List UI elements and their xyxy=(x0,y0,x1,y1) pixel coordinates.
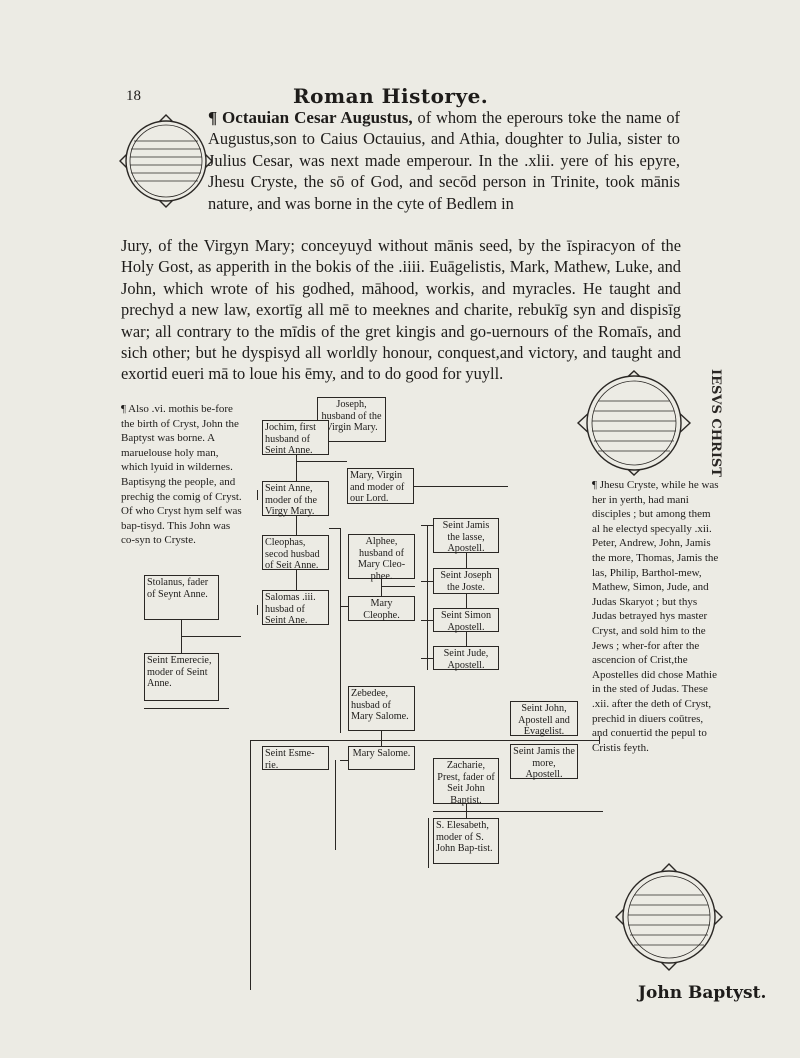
tree-line xyxy=(599,736,600,744)
tree-line xyxy=(257,490,258,500)
box-james-less: Seint Jamis the lasse, Apostell. xyxy=(433,518,499,554)
tree-line xyxy=(250,740,600,741)
tree-line xyxy=(296,516,297,535)
page-number: 18 xyxy=(126,88,141,104)
tree-line xyxy=(428,818,429,868)
box-jude: Seint Jude, Apostell. xyxy=(433,646,499,671)
intro-continuation: Jury, of the Virgyn Mary; conceyuyd with… xyxy=(121,236,681,384)
tree-line xyxy=(381,579,382,596)
box-alphee: Alphee, husband of Mary Cleo-phee. xyxy=(348,534,415,582)
tree-line xyxy=(296,461,347,462)
box-mary-virgin: Mary, Virgin and moder of our Lord. xyxy=(347,468,414,504)
tree-line xyxy=(144,708,229,709)
left-marginal-note: ¶ Also .vi. mothis be-fore the birth of … xyxy=(121,403,242,547)
box-mary-cleophe: Mary Cleophe. xyxy=(348,596,415,621)
tree-line xyxy=(427,525,428,670)
tree-line xyxy=(414,486,508,487)
box-emerencie: Seint Emerecie, moder of Seint Anne. xyxy=(144,653,219,701)
tree-line xyxy=(381,731,382,746)
tree-line xyxy=(296,570,297,590)
box-joseph-just: Seint Joseph the Joste. xyxy=(433,568,499,594)
box-james-more: Seint Jamis the more, Apostell. xyxy=(510,744,578,780)
intro-paragraph: ¶ Octauian Cesar Augustus, of whom the e… xyxy=(208,107,680,214)
box-seint-anne: Seint Anne, moder of the Virgy Mary. xyxy=(262,481,329,517)
tree-line xyxy=(340,528,341,733)
tree-line xyxy=(250,740,251,990)
pilcrow: ¶ xyxy=(208,108,218,127)
box-john-evangelist: Seint John, Apostell and Evagelist. xyxy=(510,701,578,737)
tree-line xyxy=(381,586,415,587)
tree-line xyxy=(421,658,433,659)
box-stolanus: Stolanus, fader of Seynt Anne. xyxy=(144,575,219,620)
medallion-john-baptist xyxy=(615,863,723,971)
tree-line xyxy=(335,760,336,850)
tree-line xyxy=(329,528,341,529)
medallion-caption: John Baptyst. xyxy=(638,983,767,1003)
tree-line xyxy=(421,620,433,621)
box-esmerie: Seint Esme-rie. xyxy=(262,746,329,771)
intro-body: of whom the eperours toke the name of Au… xyxy=(208,108,680,213)
tree-line xyxy=(421,525,433,526)
box-elisabeth: S. Elesabeth, moder of S. John Bap-tist. xyxy=(433,818,499,864)
tree-line xyxy=(466,632,467,646)
tree-line xyxy=(466,553,467,568)
medallion-portrait-top-left xyxy=(119,114,213,208)
running-head: Roman Historye. xyxy=(293,84,489,108)
box-zebedee: Zebedee, husbad of Mary Salome. xyxy=(348,686,415,731)
box-jochim: Jochim, first husband of Seint Anne. xyxy=(262,420,329,456)
box-cleophas: Cleophas, secod husbad of Seit Anne. xyxy=(262,535,329,571)
tree-line xyxy=(466,594,467,608)
tree-line xyxy=(340,606,348,607)
box-mary-salome: Mary Salome. xyxy=(348,746,415,770)
tree-line xyxy=(340,760,348,761)
right-marginal-note: ¶ Jhesu Cryste, while he was her in yert… xyxy=(592,479,719,754)
tree-line xyxy=(181,636,241,637)
tree-line xyxy=(433,811,603,812)
medallion-jesus-christ: IESVS CHRIST xyxy=(576,369,723,477)
medallion-legend: IESVS CHRIST xyxy=(708,369,723,477)
tree-line xyxy=(296,455,297,481)
tree-line xyxy=(257,605,258,615)
tree-line xyxy=(421,581,433,582)
box-joseph: Joseph, husband of the Virgin Mary. xyxy=(317,397,386,442)
box-simon: Seint Simon Apostell. xyxy=(433,608,499,633)
intro-lead-title: Octauian Cesar Augustus, xyxy=(222,108,413,127)
box-zacharie: Zacharie, Prest, fader of Seit John Bapt… xyxy=(433,758,499,806)
box-salomas: Salomas .iii. husbad of Seint Ane. xyxy=(262,590,329,626)
